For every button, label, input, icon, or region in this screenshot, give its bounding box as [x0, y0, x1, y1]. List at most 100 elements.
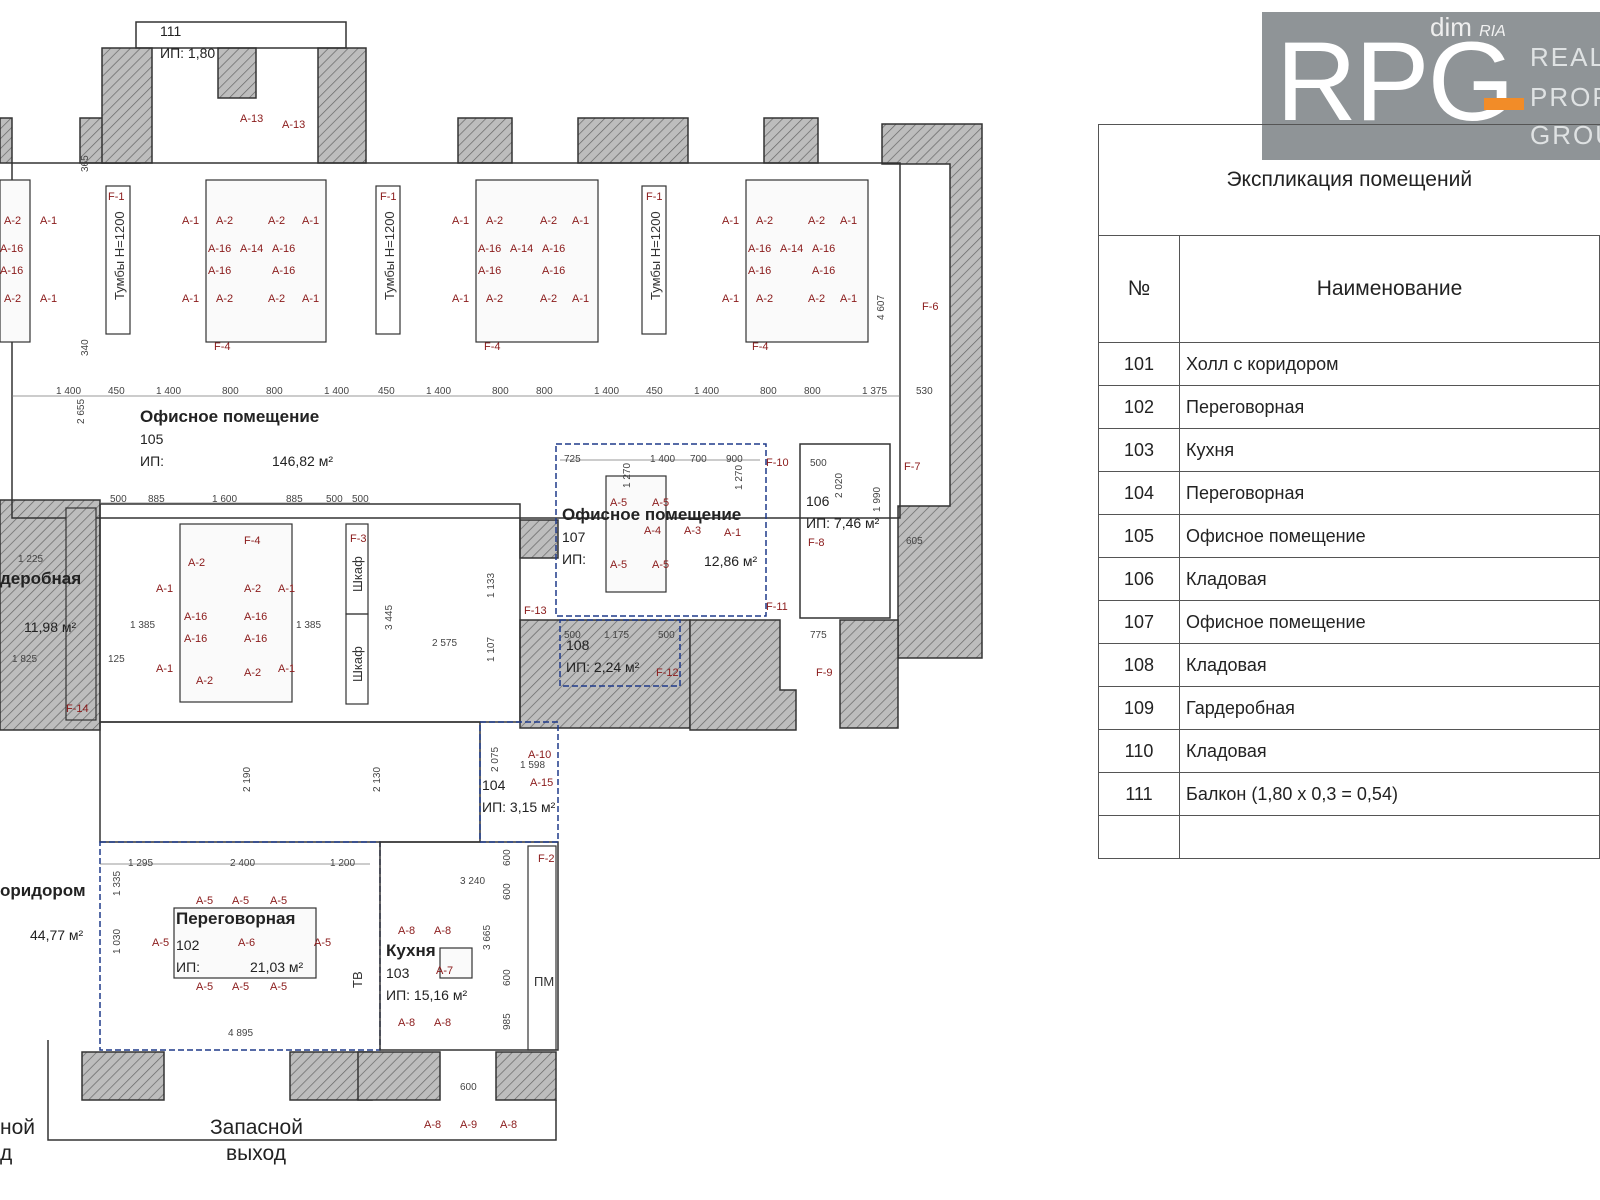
tag: F-4 [244, 535, 261, 547]
column-header-number: № [1098, 235, 1180, 343]
watermark-ria: RIA [1479, 23, 1506, 40]
svg-text:500: 500 [352, 494, 369, 505]
tag: F-2 [538, 853, 555, 865]
svg-text:1 400: 1 400 [694, 386, 719, 397]
tag: A-2 [756, 215, 773, 227]
tag: A-1 [156, 663, 173, 675]
room-name-cell: Кладовая [1179, 557, 1600, 601]
svg-text:1 598: 1 598 [520, 760, 545, 771]
tag: F-8 [808, 537, 825, 549]
tag: A-6 [238, 937, 255, 949]
tag: A-16 [244, 633, 267, 645]
svg-text:3 240: 3 240 [460, 876, 485, 887]
room-number-cell: 104 [1098, 471, 1180, 515]
svg-text:2 075: 2 075 [490, 747, 501, 772]
room-name-cell: Офисное помещение [1179, 514, 1600, 558]
tag: A-2 [216, 293, 233, 305]
tag: A-5 [270, 895, 287, 907]
dimension-lines [12, 395, 900, 865]
svg-text:725: 725 [564, 454, 581, 465]
svg-text:985: 985 [502, 1013, 513, 1030]
exit-label-word1: Запасной [210, 1116, 303, 1139]
watermark-dim: dim [1430, 12, 1472, 42]
svg-text:125: 125 [108, 654, 125, 665]
svg-text:2 130: 2 130 [372, 767, 383, 792]
tag: A-8 [434, 925, 451, 937]
room-name-cell: Гардеробная [1179, 686, 1600, 730]
tag: A-5 [196, 981, 213, 993]
floor-plan: Офисное помещение 105 ИП: 146,82 м² Офис… [0, 21, 983, 1165]
tag: F-11 [766, 601, 788, 613]
tag: A-2 [4, 215, 21, 227]
tag: A-16 [272, 265, 295, 277]
cabinet-label-3: Тумбы Н=1200 [648, 211, 663, 300]
tag: A-16 [478, 243, 501, 255]
room-108-area: ИП: 2,24 м² [566, 659, 640, 675]
table-row-empty [1098, 815, 1600, 859]
wardrobe-label-1: Шкаф [350, 556, 365, 592]
tag: A-1 [840, 215, 857, 227]
svg-text:500: 500 [810, 458, 827, 469]
svg-text:500: 500 [326, 494, 343, 505]
svg-text:1 107: 1 107 [486, 637, 497, 662]
tag: F-4 [214, 341, 231, 353]
room-105-name: Офисное помещение [140, 407, 319, 426]
room-number-cell: 110 [1098, 729, 1180, 773]
tag: F-13 [524, 605, 547, 617]
svg-text:500: 500 [658, 630, 675, 641]
svg-text:450: 450 [646, 386, 663, 397]
tag: A-2 [244, 583, 261, 595]
tag: F-14 [66, 703, 89, 715]
room-101-area: 44,77 м² [30, 927, 84, 943]
tag: A-7 [436, 965, 453, 977]
tag: A-1 [302, 293, 319, 305]
tag: A-16 [812, 265, 835, 277]
room-105-no: 105 [140, 431, 164, 447]
svg-text:1 825: 1 825 [12, 654, 37, 665]
cabinet-label-1: Тумбы Н=1200 [112, 211, 127, 300]
svg-text:800: 800 [266, 386, 283, 397]
room-103-no: 103 [386, 965, 410, 981]
tag: A-15 [530, 777, 553, 789]
tv-label: ТВ [350, 971, 365, 988]
tag: A-14 [510, 243, 533, 255]
logo-line-2: PROP [1530, 82, 1600, 112]
tag: F-4 [484, 341, 501, 353]
tag: F-3 [350, 533, 367, 545]
svg-text:800: 800 [804, 386, 821, 397]
tag: A-16 [478, 265, 501, 277]
svg-text:2 575: 2 575 [432, 638, 457, 649]
svg-text:1 030: 1 030 [112, 929, 123, 954]
svg-text:450: 450 [108, 386, 125, 397]
room-107-name: Офисное помещение [562, 505, 741, 524]
room-number-cell: 105 [1098, 514, 1180, 558]
tag: A-1 [724, 527, 741, 539]
room-108-no: 108 [566, 637, 590, 653]
tag: A-5 [196, 895, 213, 907]
tag: A-16 [272, 243, 295, 255]
svg-text:2 400: 2 400 [230, 858, 255, 869]
svg-text:1 225: 1 225 [18, 554, 43, 565]
svg-text:1 270: 1 270 [734, 465, 745, 490]
room-104-no: 104 [482, 777, 506, 793]
tag: A-1 [278, 583, 295, 595]
room-109-name: деробная [0, 569, 81, 588]
tag: A-5 [652, 559, 669, 571]
tag: A-2 [486, 215, 503, 227]
logo-line-1: REAL [1530, 42, 1600, 72]
svg-text:1 295: 1 295 [128, 858, 153, 869]
tag: A-1 [182, 293, 199, 305]
tag: A-1 [572, 215, 589, 227]
svg-text:4 895: 4 895 [228, 1028, 253, 1039]
tag: A-1 [278, 663, 295, 675]
svg-text:3 665: 3 665 [482, 925, 493, 950]
tag: A-1 [156, 583, 173, 595]
room-name-cell: Кухня [1179, 428, 1600, 472]
room-name-cell: Кладовая [1179, 643, 1600, 687]
